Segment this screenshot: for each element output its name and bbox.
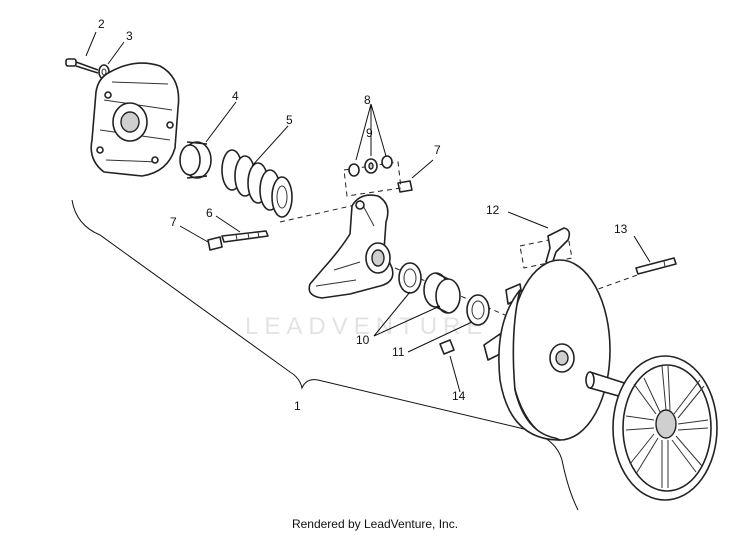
spring-part-5 <box>221 149 293 218</box>
callout-14: 14 <box>452 389 466 403</box>
callout-9: 9 <box>366 126 373 140</box>
callout-1: 1 <box>294 399 301 413</box>
rollers-part-8-9 <box>343 155 402 197</box>
bushing-part-4 <box>179 141 212 179</box>
bolt-part-2 <box>65 58 99 74</box>
washer-part-11 <box>466 294 490 326</box>
sheave-cover <box>90 62 180 177</box>
callout-12: 12 <box>486 203 500 217</box>
callout-6: 6 <box>206 206 213 220</box>
bushings-part-10 <box>398 262 461 314</box>
rendered-by-footer: Rendered by LeadVenture, Inc. <box>291 517 459 531</box>
callout-11: 11 <box>392 345 405 359</box>
nut-part-7-right <box>397 180 413 193</box>
callout-7-right: 7 <box>434 143 441 157</box>
pin-part-6 <box>221 230 269 243</box>
callout-10: 10 <box>356 333 370 347</box>
bolt-part-13 <box>635 257 677 275</box>
callout-3: 3 <box>126 29 133 43</box>
nut-part-7-left <box>207 236 223 251</box>
callout-5: 5 <box>286 113 293 127</box>
callout-2: 2 <box>98 17 105 31</box>
fixed-sheave-wheel <box>612 355 718 501</box>
leader-lines <box>85 31 651 393</box>
assembly-brace <box>71 199 579 511</box>
callout-labels: 1 2 3 4 5 6 7 7 8 9 10 11 12 13 14 <box>98 17 628 413</box>
callout-4: 4 <box>232 89 239 103</box>
movable-sheave <box>483 259 611 441</box>
callout-13: 13 <box>614 222 628 236</box>
callout-7-left: 7 <box>170 215 177 229</box>
spider-arm <box>308 194 394 299</box>
callout-8: 8 <box>364 93 371 107</box>
nut-part-14 <box>439 339 455 355</box>
